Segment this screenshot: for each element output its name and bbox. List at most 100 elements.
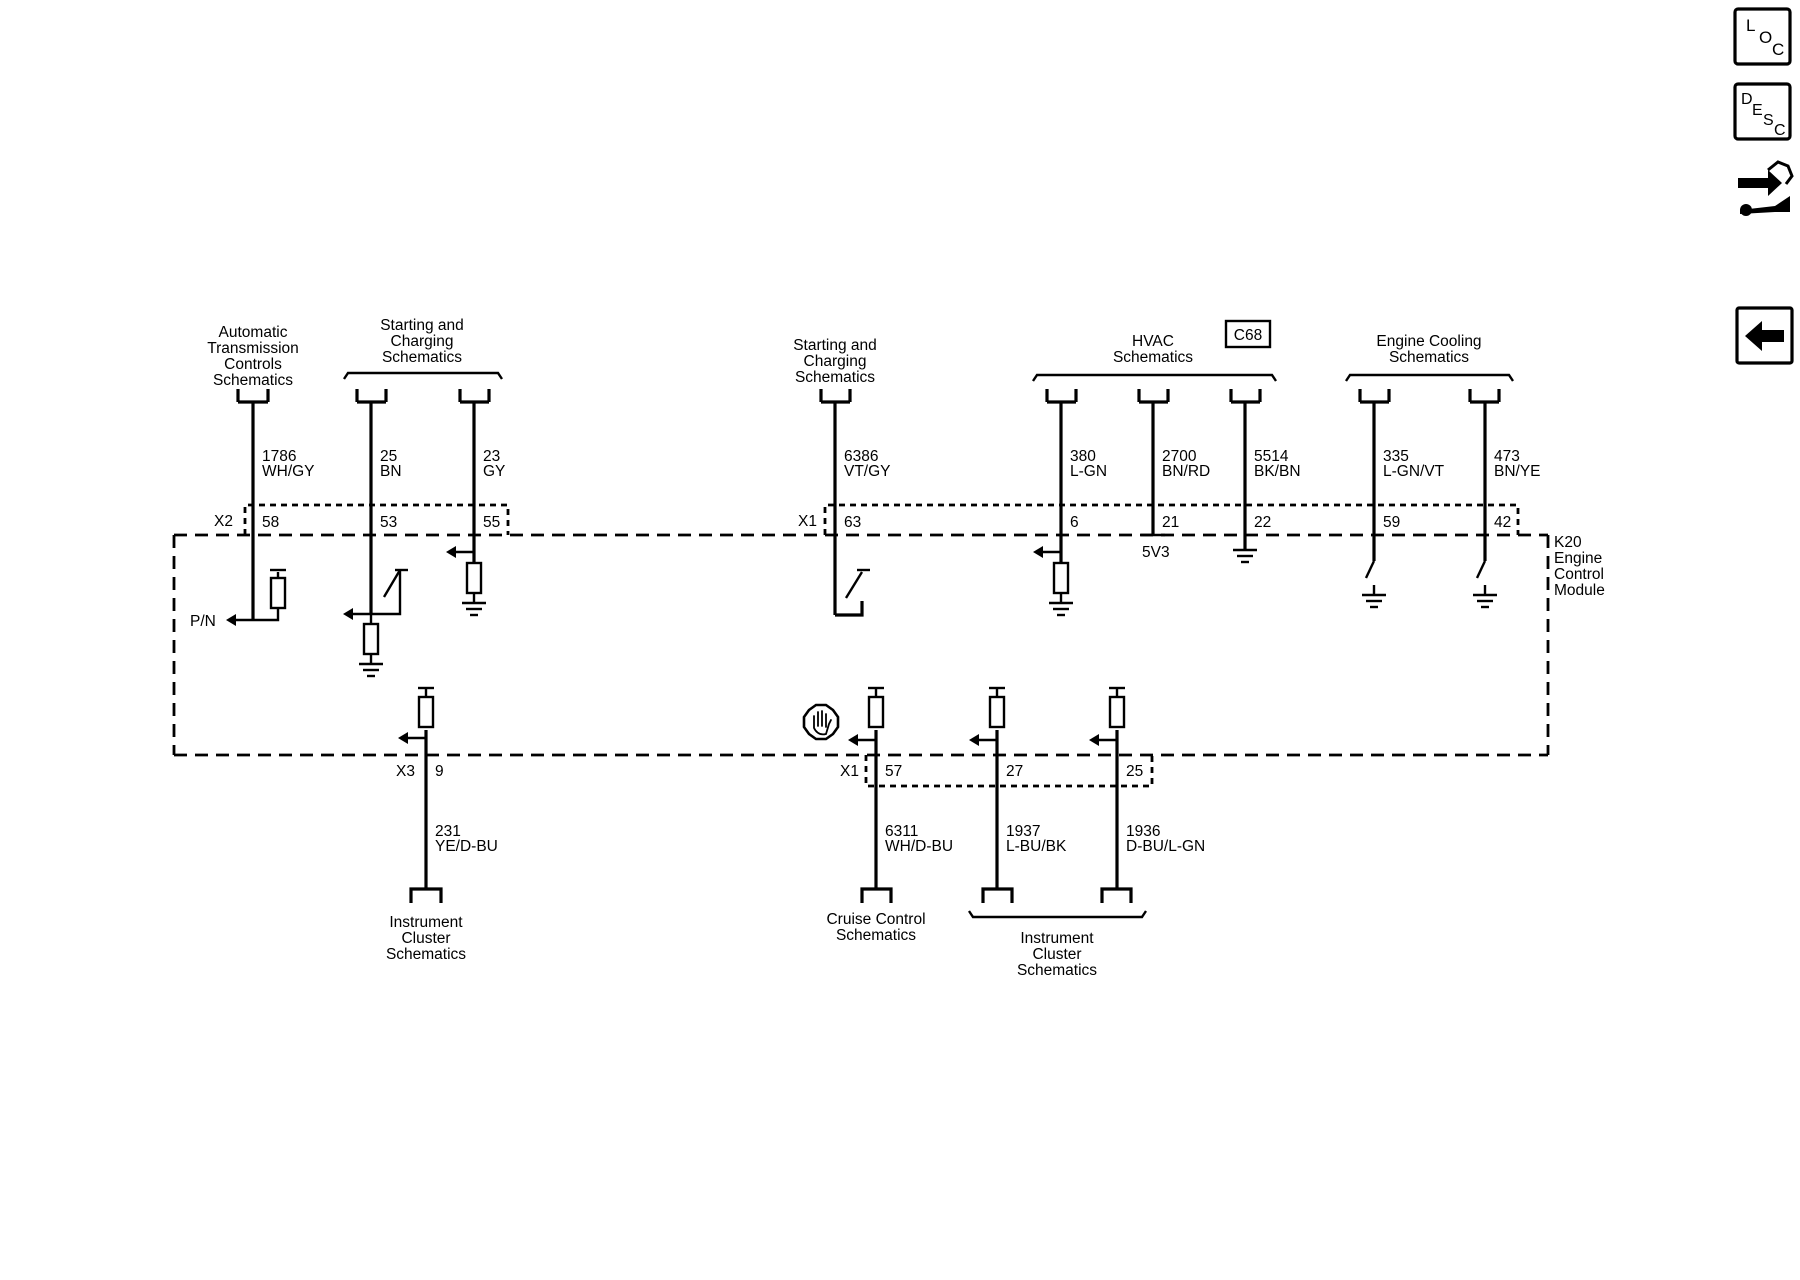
ref-cruise[interactable]: Cruise Control Schematics [826,911,925,944]
pin-42: 42 [1494,514,1511,531]
connector-tool-icon[interactable] [1738,160,1794,216]
desc-button[interactable]: D E S C [1733,82,1792,141]
svg-text:Instrument: Instrument [1020,930,1094,947]
connector-housing-x1-top [823,503,1520,535]
back-button[interactable] [1735,306,1794,365]
wire-label-335: 335 L-GN/VT [1383,448,1445,480]
svg-text:L-GN/VT: L-GN/VT [1383,463,1445,480]
svg-text:BN/YE: BN/YE [1494,463,1541,480]
svg-text:Cluster: Cluster [401,930,450,947]
svg-text:6386: 6386 [844,448,878,465]
bottom-terminals [409,887,1133,903]
internal-circuit-53 [343,568,408,678]
svg-text:1786: 1786 [262,448,296,465]
option-code-badge: C68 [1224,319,1272,349]
ref-auto-trans[interactable]: Automatic Transmission Controls Schemati… [207,324,299,389]
svg-text:HVAC: HVAC [1132,333,1174,350]
loc-button[interactable]: L O C [1733,7,1792,66]
wire-label-6386: 6386 VT/GY [844,448,891,480]
svg-text:L: L [1746,16,1755,35]
esd-caution-icon [802,703,840,741]
svg-text:E: E [1752,102,1763,119]
svg-text:Schematics: Schematics [1113,349,1193,366]
internal-circuit-25 [1089,686,1126,746]
svg-text:Schematics: Schematics [795,369,875,386]
svg-text:335: 335 [1383,448,1409,465]
svg-text:Charging: Charging [804,353,867,370]
svg-text:L-GN: L-GN [1070,463,1107,480]
pin-27: 27 [1006,763,1023,780]
wire-label-380: 380 L-GN [1070,448,1107,480]
pin-22: 22 [1254,514,1271,531]
svg-text:C68: C68 [1234,327,1262,344]
pin-21: 21 [1162,514,1179,531]
svg-text:473: 473 [1494,448,1520,465]
ref-engine-cooling[interactable]: Engine Cooling Schematics [1376,333,1481,366]
pin-58: 58 [262,514,279,531]
svg-text:25: 25 [380,448,397,465]
wire-label-6311: 6311 WH/D-BU [885,823,953,855]
wire-label-25: 25 BN [380,448,402,480]
ref-instrument-left[interactable]: Instrument Cluster Schematics [386,914,466,963]
internal-circuit-55 [446,546,486,617]
svg-text:D-BU/L-GN: D-BU/L-GN [1126,838,1205,855]
bracket-start-charge-left [343,371,503,380]
svg-text:5514: 5514 [1254,448,1289,465]
svg-text:6311: 6311 [885,823,918,840]
svg-text:Schematics: Schematics [382,349,462,366]
wire-label-1786: 1786 WH/GY [262,448,315,480]
svg-text:Schematics: Schematics [1389,349,1469,366]
bracket-instrument-right [968,910,1147,919]
svg-text:Engine Cooling: Engine Cooling [1376,333,1481,350]
pin-55: 55 [483,514,500,531]
pn-signal-label: P/N [190,613,216,630]
svg-text:BN: BN [380,463,402,480]
ref-hvac[interactable]: HVAC Schematics [1113,333,1193,366]
svg-text:Instrument: Instrument [389,914,463,931]
wire-label-1936: 1936 D-BU/L-GN [1126,823,1205,855]
pin-57: 57 [885,763,902,780]
internal-circuit-9 [398,686,435,744]
svg-text:YE/D-BU: YE/D-BU [435,838,498,855]
svg-text:K20: K20 [1554,534,1582,551]
bracket-engine-cooling [1345,373,1514,382]
internal-circuit-63 [835,568,870,617]
svg-text:Cluster: Cluster [1032,946,1081,963]
svg-text:D: D [1741,91,1753,108]
module-name: K20 Engine Control Module [1554,534,1605,599]
internal-circuit-22 [1233,548,1257,564]
svg-text:2700: 2700 [1162,448,1197,465]
svg-text:Starting and: Starting and [793,337,877,354]
svg-text:WH/GY: WH/GY [262,463,315,480]
svg-text:O: O [1759,28,1772,47]
pin-9: 9 [435,763,444,780]
svg-text:23: 23 [483,448,500,465]
svg-text:C: C [1774,122,1786,139]
internal-circuit-57 [848,686,885,746]
svg-text:1937: 1937 [1006,823,1040,840]
pin-63: 63 [844,514,861,531]
ref-start-charge-left[interactable]: Starting and Charging Schematics [380,317,464,366]
svg-text:L-BU/BK: L-BU/BK [1006,838,1067,855]
internal-circuit-6 [1033,546,1073,617]
connector-x2: X2 [214,513,233,530]
back-arrow-icon [1745,321,1784,351]
connector-x3: X3 [396,763,415,780]
svg-text:VT/GY: VT/GY [844,463,891,480]
svg-text:Schematics: Schematics [213,372,293,389]
svg-text:C: C [1772,40,1784,59]
svg-text:WH/D-BU: WH/D-BU [885,838,953,855]
svg-text:Automatic: Automatic [219,324,288,341]
connector-x1-bottom: X1 [840,763,859,780]
svg-text:Module: Module [1554,582,1605,599]
svg-text:GY: GY [483,463,505,480]
bracket-hvac [1032,373,1277,382]
svg-text:Schematics: Schematics [1017,962,1097,979]
ref-instrument-right[interactable]: Instrument Cluster Schematics [1017,930,1097,979]
svg-text:Engine: Engine [1554,550,1602,567]
wires [251,402,1487,889]
ref-start-charge-mid[interactable]: Starting and Charging Schematics [793,337,877,386]
svg-text:Cruise Control: Cruise Control [826,911,925,928]
svg-text:Control: Control [1554,566,1604,583]
